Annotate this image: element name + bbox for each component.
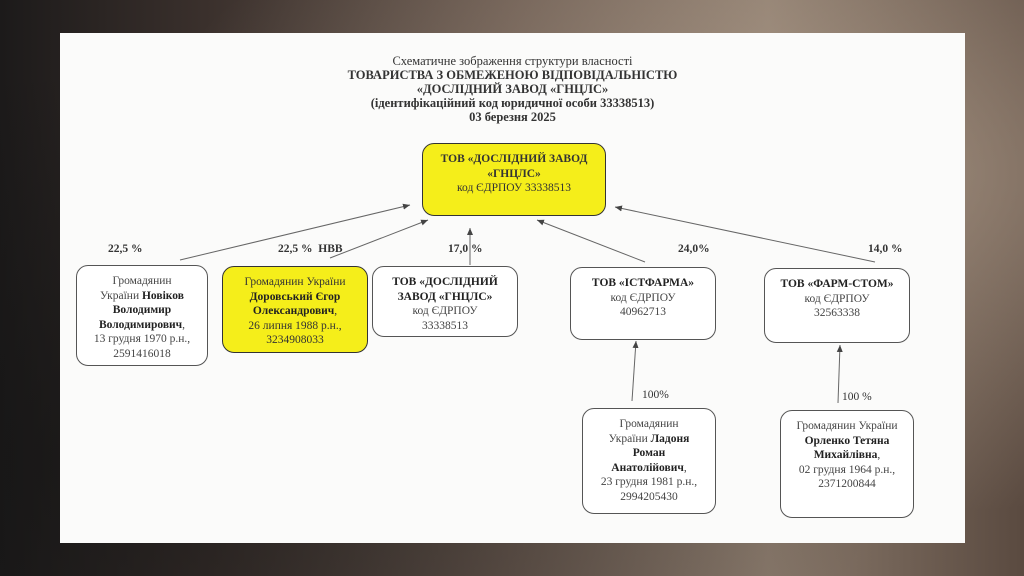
root-name-1: ТОВ «ДОСЛІДНИЙ ЗАВОД: [440, 153, 588, 165]
arrow-owner-2: [329, 219, 429, 259]
owner-name: Михайлівна: [813, 449, 878, 461]
owner-name: Орленко Тетяна: [804, 434, 890, 447]
company-code: 32563338: [814, 307, 860, 319]
owner-name: Володимир: [112, 304, 172, 316]
share-owner-4: 24,0%: [678, 243, 710, 255]
header-date: 03 березня 2025: [469, 110, 556, 124]
arrow-owner-5: [614, 205, 876, 263]
birth-date: 26 липня 1988 р.н.,: [248, 319, 342, 332]
owner-name: Анатолійович: [611, 461, 684, 474]
company-code: 33338513: [422, 319, 468, 332]
root-name-2: «ГНЦЛС»: [487, 167, 541, 180]
arrow-beneficiary-1: [631, 340, 639, 402]
owner-name: Новіков: [141, 289, 184, 302]
text: код ЄДРПОУ: [804, 292, 870, 305]
text: код ЄДРПОУ: [610, 291, 676, 304]
tax-id: 2591416018: [113, 347, 171, 360]
header-line-4: (ідентифікаційний код юридичної особи 33…: [370, 96, 655, 110]
text: ,: [877, 449, 881, 461]
share-beneficiary-1: 100%: [642, 389, 669, 401]
text: Громадянин України: [244, 276, 346, 288]
owner-name: Володимирович: [98, 318, 183, 331]
text: ,: [182, 318, 186, 331]
document-header: Схематичне зображення структури власност…: [60, 54, 965, 124]
owner-box-self: ТОВ «ДОСЛІДНИЙ ЗАВОД «ГНЦЛС» код ЄДРПОУ …: [372, 266, 518, 337]
company-name: ТОВ «ІСТФАРМА»: [591, 277, 695, 289]
share-owner-5: 14,0 %: [868, 243, 903, 255]
text: код ЄДРПОУ: [412, 305, 478, 317]
text: ,: [683, 461, 687, 474]
owner-box-istfarma: ТОВ «ІСТФАРМА» код ЄДРПОУ 40962713: [570, 267, 716, 340]
share-owner-1: 22,5 %: [108, 243, 143, 255]
text: України: [608, 432, 651, 445]
tax-id: 2994205430: [620, 490, 678, 503]
owner-box-novikov: Громадянин України Новіков Володимир Вол…: [76, 265, 208, 366]
text: Громадянин: [619, 418, 679, 430]
beneficiary-box-orlenko: Громадянин України Орленко Тетяна Михайл…: [780, 410, 914, 518]
root-company-box: ТОВ «ДОСЛІДНИЙ ЗАВОД «ГНЦЛС» код ЄДРПОУ …: [422, 143, 606, 216]
arrow-owner-1: [179, 203, 411, 261]
header-line-3: «ДОСЛІДНИЙ ЗАВОД «ГНЦЛС»: [416, 82, 609, 96]
header-line-2: ТОВАРИСТВА З ОБМЕЖЕНОЮ ВІДПОВІДАЛЬНІСТЮ: [347, 68, 678, 82]
company-name: ТОВ «ДОСЛІДНИЙ: [392, 276, 498, 288]
owner-name: Роман: [632, 447, 666, 459]
connector-arrows: [179, 203, 876, 404]
text: ,: [334, 305, 338, 317]
text: Громадянин України: [796, 420, 898, 432]
owner-name: Доровський Єгор: [249, 290, 341, 303]
company-name: ЗАВОД «ГНЦЛС»: [397, 290, 493, 303]
share-beneficiary-2: 100 %: [842, 391, 872, 403]
beneficiary-box-ladonia: Громадянин України Ладоня Роман Анатолій…: [582, 408, 716, 514]
root-code: код ЄДРПОУ 33338513: [457, 182, 571, 194]
arrow-owner-4: [536, 219, 646, 263]
birth-date: 02 грудня 1964 р.н.,: [798, 463, 896, 476]
owner-box-dorovskyi: Громадянин України Доровський Єгор Олекс…: [222, 266, 368, 353]
text: Громадянин: [112, 275, 172, 287]
header-line-1: Схематичне зображення структури власност…: [392, 54, 633, 68]
owner-name: Олександрович: [252, 305, 335, 317]
company-code: 40962713: [620, 306, 666, 318]
owner-name: Ладоня: [650, 432, 690, 445]
text: України: [100, 289, 142, 302]
arrow-beneficiary-2: [836, 344, 843, 404]
tax-id: 2371200844: [818, 478, 876, 490]
ownership-structure-document: Схематичне зображення структури власност…: [60, 33, 965, 543]
tax-id: 3234908033: [266, 334, 324, 346]
owner-box-farm-stom: ТОВ «ФАРМ-СТОМ» код ЄДРПОУ 32563338: [764, 268, 910, 343]
share-owner-3: 17,0 %: [448, 243, 483, 255]
company-name: ТОВ «ФАРМ-СТОМ»: [780, 278, 894, 290]
birth-date: 13 грудня 1970 р.н.,: [93, 333, 191, 345]
share-owner-2: 22,5 % НВВ: [278, 243, 343, 255]
birth-date: 23 грудня 1981 р.н.,: [600, 476, 698, 488]
